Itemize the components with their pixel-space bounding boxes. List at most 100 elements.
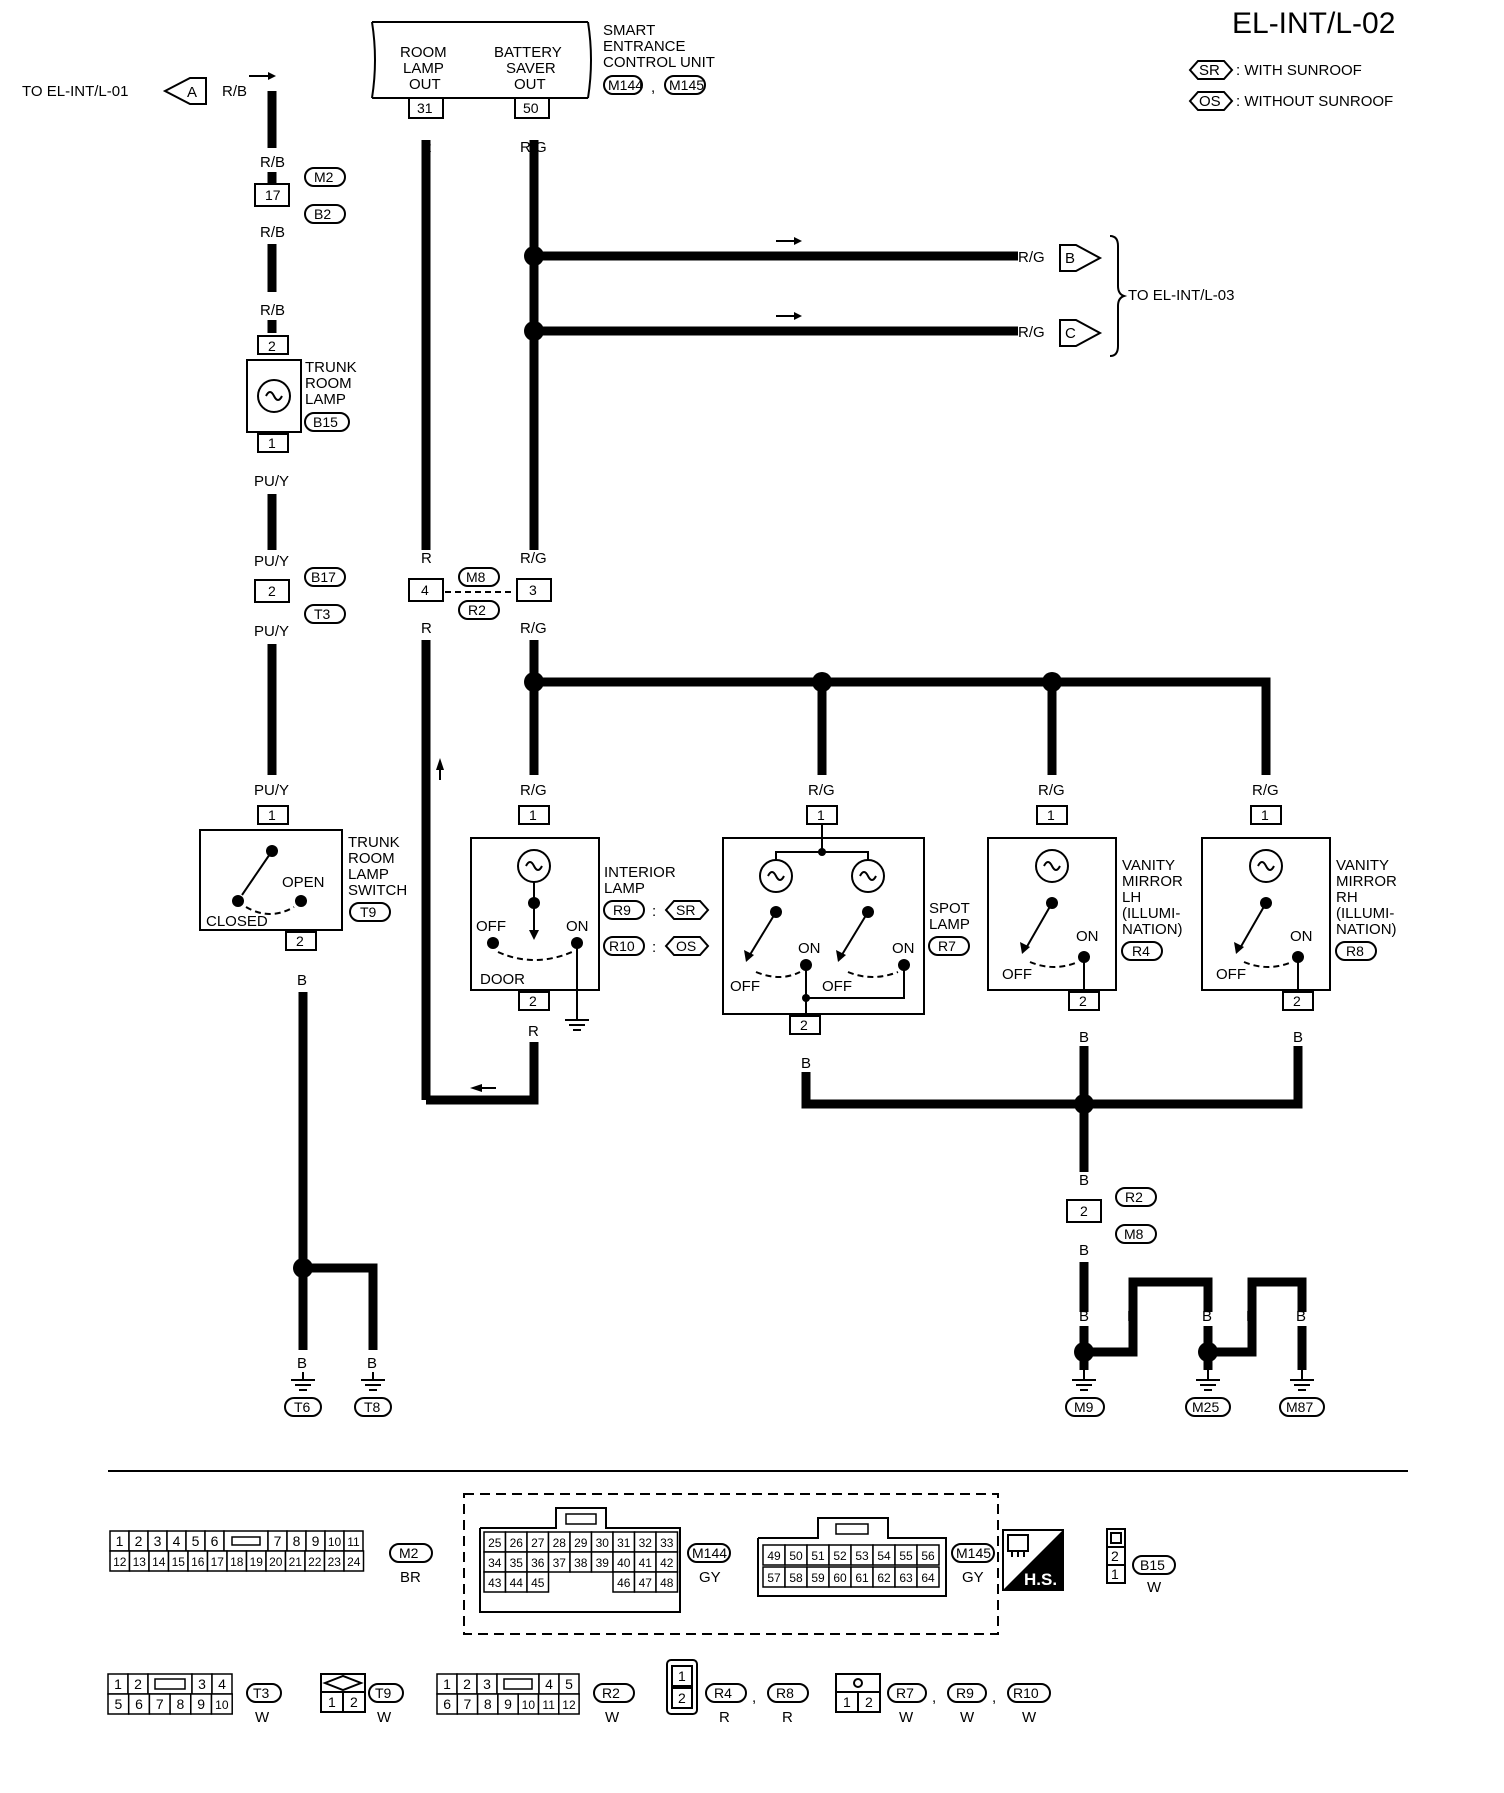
pin-number: 64 bbox=[921, 1571, 935, 1585]
il-c2: R10 bbox=[609, 938, 635, 954]
to-l01-wire: R/B bbox=[222, 83, 247, 100]
ctrl-name-l1: SMART bbox=[603, 22, 655, 39]
pin-number: 2 bbox=[134, 1676, 142, 1692]
pin-number: 4 bbox=[545, 1676, 553, 1692]
pin-number: 6 bbox=[135, 1696, 143, 1712]
legend-sr: SR : WITH SUNROOF bbox=[1188, 60, 1362, 80]
sp-on-2: ON bbox=[892, 940, 915, 957]
pin-number: 44 bbox=[510, 1576, 524, 1590]
vl-l5: NATION) bbox=[1122, 921, 1183, 938]
to-l03-wire-b: R/G bbox=[1018, 249, 1045, 266]
pin-number: 5 bbox=[114, 1696, 122, 1712]
il-off: OFF bbox=[476, 918, 506, 935]
cv-m2-name: M2 bbox=[399, 1545, 419, 1561]
pin-number: 51 bbox=[811, 1549, 825, 1563]
gnd-t8: T8 bbox=[364, 1399, 381, 1415]
connector-view-r7: 1 2 bbox=[835, 1673, 881, 1713]
cv-r9-name: R9 bbox=[956, 1685, 974, 1701]
pin-number: 33 bbox=[660, 1536, 674, 1550]
hs-label: H.S. bbox=[1024, 1570, 1057, 1589]
vr-l4: (ILLUMI- bbox=[1336, 905, 1394, 922]
pin-number: 9 bbox=[312, 1533, 320, 1549]
wire-rb-2: R/B bbox=[260, 224, 285, 241]
wire-puy-1: PU/Y bbox=[254, 473, 289, 490]
pin-number: 20 bbox=[269, 1555, 283, 1569]
pin-number: 48 bbox=[660, 1576, 674, 1590]
ctrl-conn1: M144 bbox=[608, 77, 643, 93]
svg-text::: : bbox=[652, 939, 656, 956]
wire-rg-rh: R/G bbox=[1252, 782, 1279, 799]
conn-3: 3 bbox=[529, 582, 537, 598]
cv-t3-name: T3 bbox=[253, 1685, 270, 1701]
connector-view-r4: 1 2 bbox=[666, 1659, 698, 1715]
wire-rg-1: R/G bbox=[520, 550, 547, 567]
to-l01-tag: A bbox=[187, 84, 197, 101]
cv-r2-color: W bbox=[605, 1709, 620, 1726]
pin-number: 7 bbox=[464, 1696, 472, 1712]
conn-b2-label: B2 bbox=[314, 206, 331, 222]
il-pin-2: 2 bbox=[529, 993, 537, 1009]
pin-number: 4 bbox=[218, 1676, 226, 1692]
pin-number: 1 bbox=[443, 1676, 451, 1692]
pin-number: 19 bbox=[250, 1555, 264, 1569]
pin-number: 54 bbox=[877, 1549, 891, 1563]
vl-pin-2: 2 bbox=[1079, 993, 1087, 1009]
pin-number: 40 bbox=[617, 1556, 631, 1570]
pin-number: 5 bbox=[192, 1533, 200, 1549]
to-l01-text: TO EL-INT/L-01 bbox=[22, 83, 128, 100]
pin-number: 46 bbox=[617, 1576, 631, 1590]
il-c1: R9 bbox=[613, 902, 631, 918]
vr-pin-1: 1 bbox=[1261, 807, 1269, 823]
legend-sr-tag: SR bbox=[1199, 62, 1220, 79]
trunk-sw-l2: ROOM bbox=[348, 850, 395, 867]
pin-number: 2 bbox=[463, 1676, 471, 1692]
to-l03-tag-c: C bbox=[1065, 325, 1076, 342]
wire-puy-4: PU/Y bbox=[254, 782, 289, 799]
cv-b15-pin-1: 1 bbox=[1111, 1566, 1119, 1582]
cv-m144-color: GY bbox=[699, 1569, 721, 1586]
pin-number: 47 bbox=[639, 1576, 653, 1590]
pin-number: 3 bbox=[154, 1533, 162, 1549]
sp-off-2: OFF bbox=[822, 978, 852, 995]
cv-r4-color: R bbox=[719, 1709, 730, 1726]
pin-number: 41 bbox=[639, 1556, 653, 1570]
pin-number: 8 bbox=[177, 1696, 185, 1712]
pin-number: 21 bbox=[289, 1555, 303, 1569]
wire-rg-il: R/G bbox=[520, 782, 547, 799]
il-l2: LAMP bbox=[604, 880, 645, 897]
sp-off-1: OFF bbox=[730, 978, 760, 995]
pin-number: 53 bbox=[855, 1549, 869, 1563]
pin-number: 4 bbox=[173, 1533, 181, 1549]
pin-number: 34 bbox=[488, 1556, 502, 1570]
ctrl-out1-l2: LAMP bbox=[403, 60, 444, 77]
to-l03-tag-b: B bbox=[1065, 250, 1075, 267]
il-on: ON bbox=[566, 918, 589, 935]
pin-number: 18 bbox=[230, 1555, 244, 1569]
il-sr: SR bbox=[676, 902, 695, 918]
connector-view-t9: 1 2 bbox=[320, 1673, 366, 1713]
wire-b-t6: B bbox=[297, 1355, 307, 1372]
pin-number: 28 bbox=[553, 1536, 567, 1550]
cv-r10-name: R10 bbox=[1013, 1685, 1039, 1701]
pin-number: 39 bbox=[596, 1556, 610, 1570]
cv-b15-name: B15 bbox=[1140, 1557, 1165, 1573]
vl-off: OFF bbox=[1002, 966, 1032, 983]
pin-number: 1 bbox=[114, 1676, 122, 1692]
wire-b-vr: B bbox=[1293, 1029, 1303, 1046]
cv-r8-color: R bbox=[782, 1709, 793, 1726]
wire-rb-3: R/B bbox=[260, 302, 285, 319]
sp-pin-1: 1 bbox=[817, 807, 825, 823]
ctrl-out2-l3: OUT bbox=[514, 76, 546, 93]
pin-number: 10 bbox=[522, 1698, 536, 1712]
pin-cell bbox=[526, 1571, 550, 1593]
pin-number: 63 bbox=[899, 1571, 913, 1585]
trunk-sw-conn: T9 bbox=[360, 904, 377, 920]
gnd-m8: M8 bbox=[1124, 1226, 1144, 1242]
sw-open: OPEN bbox=[282, 874, 325, 891]
pin-number: 14 bbox=[152, 1555, 166, 1569]
pin-number: 49 bbox=[767, 1549, 781, 1563]
il-pin-1: 1 bbox=[529, 807, 537, 823]
wire-rg-sp: R/G bbox=[808, 782, 835, 799]
